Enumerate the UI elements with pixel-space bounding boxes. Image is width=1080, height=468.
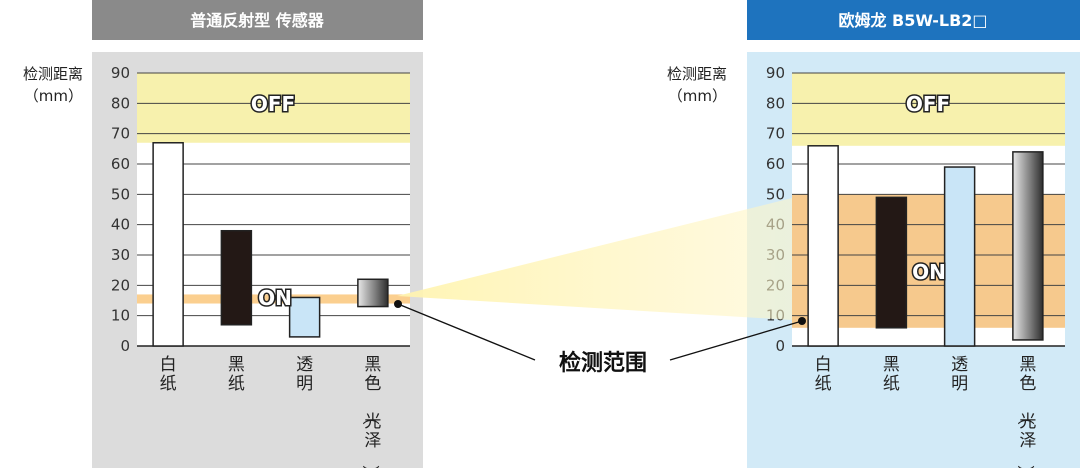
left-y-tick-label: 0 <box>120 337 130 355</box>
right-bar-transparent <box>943 166 976 347</box>
left-category-label: 黑纸 <box>228 355 245 394</box>
right-category-label: 黑纸 <box>883 355 900 394</box>
right-callout-line <box>669 320 803 361</box>
left-y-tick-label: 80 <box>111 94 130 112</box>
right-y-tick-label: 90 <box>766 64 785 82</box>
right-category-label: 透明 <box>951 355 968 394</box>
right-category-label: 黑色（光泽） <box>1014 355 1036 468</box>
left-bar-white-paper <box>152 142 184 347</box>
left-category-label: 白纸 <box>160 355 177 394</box>
right-bar-black-paper <box>875 196 908 329</box>
right-off-label: OFF <box>906 92 950 116</box>
left-header-bar <box>92 0 423 40</box>
detection-beam <box>397 198 792 320</box>
left-y-tick-label: 30 <box>111 246 130 264</box>
left-panel: 普通反射型 传感器 0 10 20 30 40 50 60 70 80 90 白纸 黑纸 透明 黑色（光… <box>92 0 423 468</box>
left-category-label: 透明 <box>296 355 313 394</box>
left-y-tick-label: 20 <box>111 276 130 294</box>
right-header-bar <box>747 0 1080 40</box>
left-y-tick-label: 90 <box>111 64 130 82</box>
right-y-tick-label: 0 <box>775 337 785 355</box>
left-bar-black-paper <box>220 229 253 326</box>
right-y-tick-label: 70 <box>766 125 785 143</box>
left-callout-line <box>397 303 536 361</box>
right-y-tick-label: 80 <box>766 94 785 112</box>
right-bar-white-paper <box>807 145 839 347</box>
right-y-tick-label: 50 <box>766 185 785 203</box>
detection-range-label: 检测范围 <box>559 350 647 376</box>
left-y-tick-label: 50 <box>111 185 130 203</box>
left-category-label: 黑色（光泽） <box>359 355 381 468</box>
right-category-label: 白纸 <box>815 355 832 394</box>
right-bar-black-gloss <box>1012 151 1044 341</box>
right-y-axis-unit: （mm） <box>668 87 727 105</box>
left-bar-black-gloss <box>357 278 389 308</box>
left-y-tick-label: 70 <box>111 125 130 143</box>
left-y-axis-title: 检测距离 <box>23 65 83 83</box>
right-y-axis-title: 检测距离 <box>667 65 727 83</box>
right-on-label: ON <box>912 260 946 284</box>
left-on-zone <box>137 294 410 304</box>
left-off-label: OFF <box>251 92 295 116</box>
left-y-tick-label: 10 <box>111 307 130 325</box>
left-off-zone <box>137 73 410 143</box>
left-y-axis-unit: （mm） <box>24 87 83 105</box>
left-header-title: 普通反射型 传感器 <box>190 11 325 30</box>
left-y-tick-label: 60 <box>111 155 130 173</box>
left-y-tick-label: 40 <box>111 216 130 234</box>
left-bar-transparent <box>288 296 321 338</box>
right-header-title: 欧姆龙 B5W-LB2□ <box>838 11 987 30</box>
right-y-tick-label: 60 <box>766 155 785 173</box>
left-on-label: ON <box>258 286 292 310</box>
